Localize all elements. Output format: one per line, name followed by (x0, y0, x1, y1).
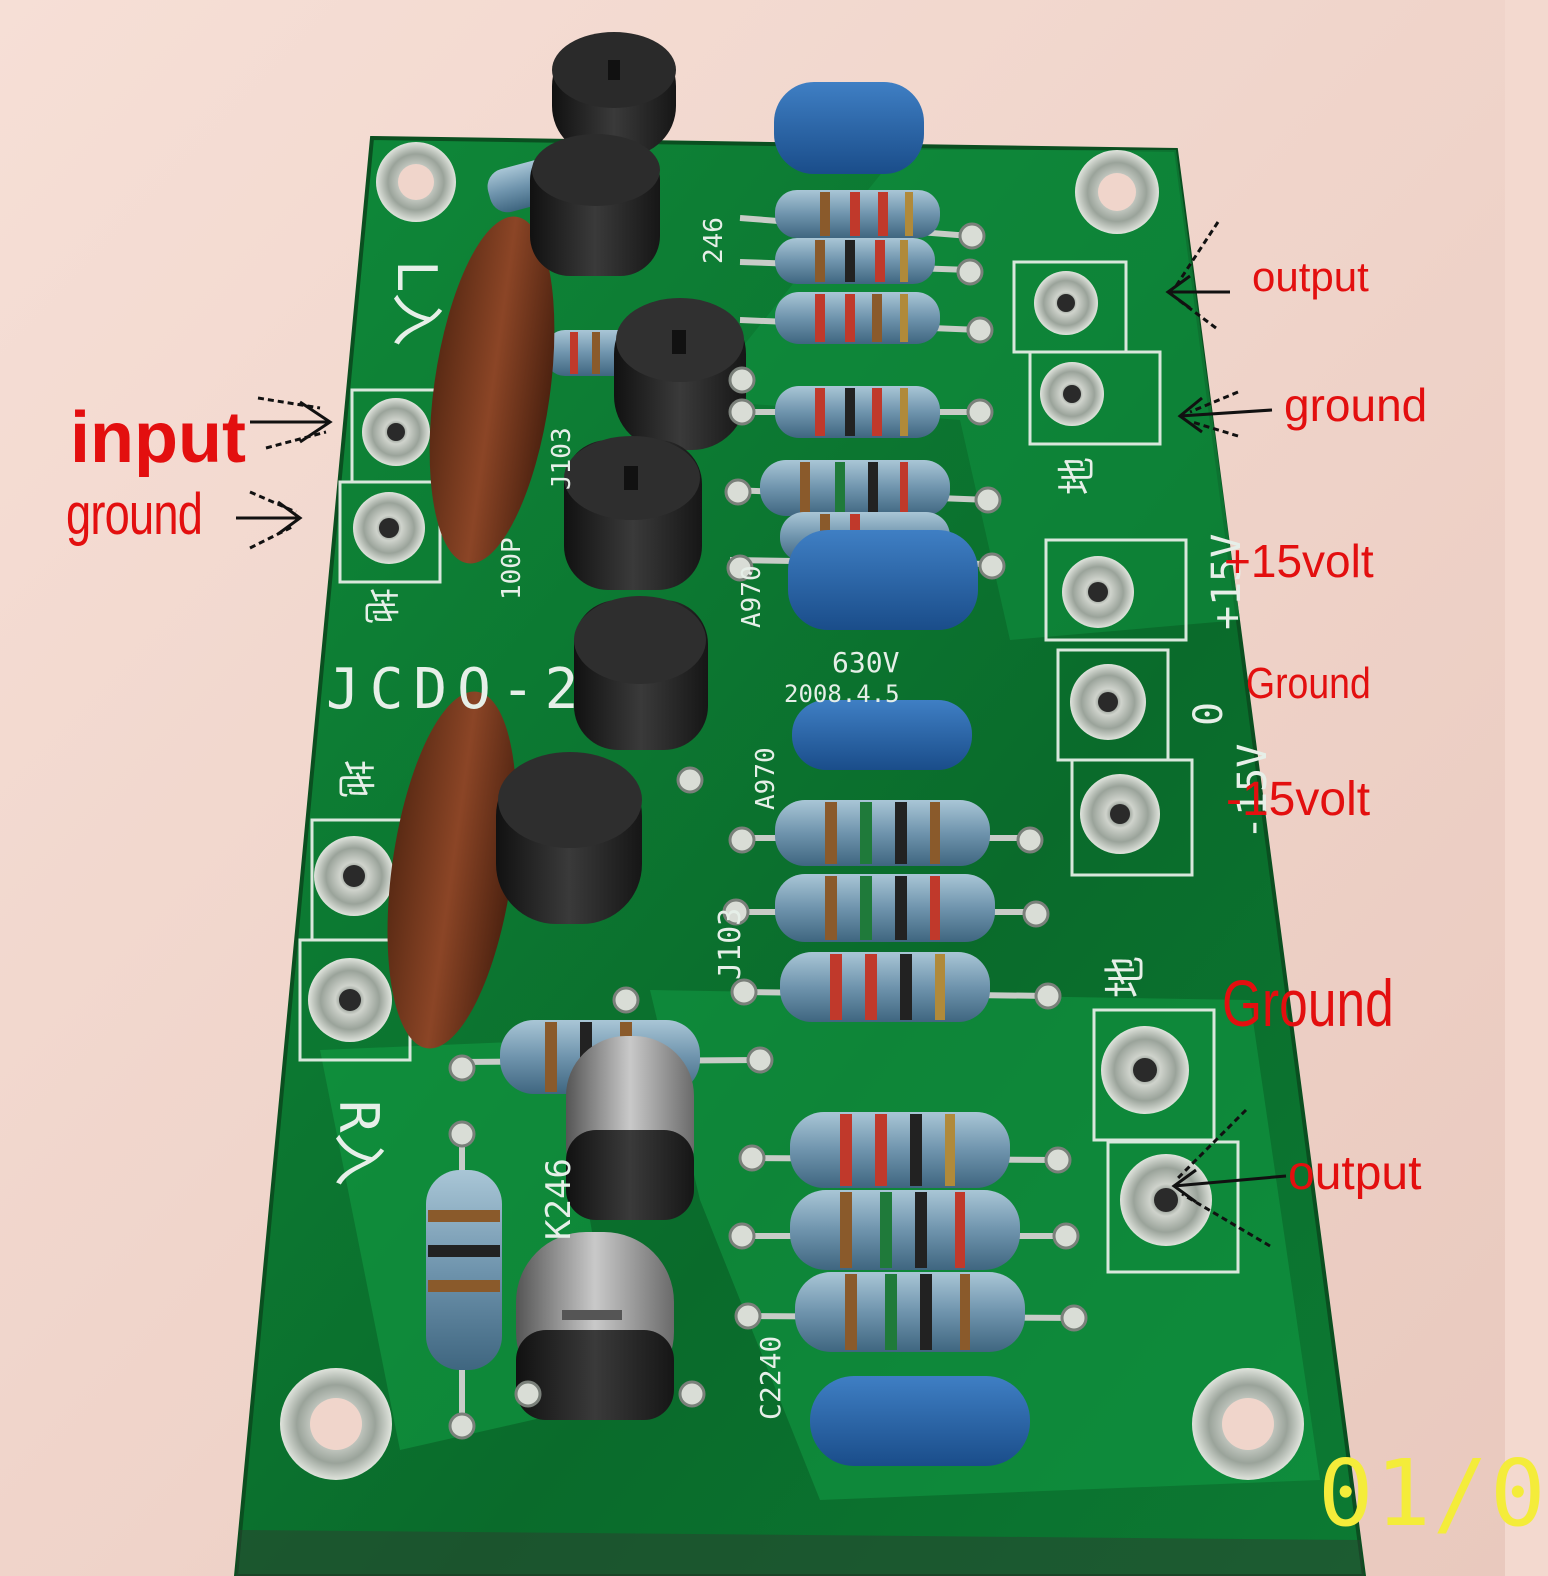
label-plus-15-volt: +15volt (1224, 535, 1374, 587)
label-output-top: output (1252, 253, 1369, 300)
label-minus-15-volt: -15volt (1226, 773, 1371, 826)
silk-plus15v: +15V (1204, 534, 1250, 630)
silk-board-name: JCDO-2 (326, 657, 588, 722)
brown-cap-top (429, 216, 555, 564)
date-stamp: 01/0 (1318, 1440, 1548, 1547)
silk-a970-a: A970 (737, 565, 767, 628)
blue-cap-top (774, 82, 924, 174)
silk-c2240: C2240 (754, 1336, 787, 1420)
mount-hole-br (1192, 1368, 1304, 1480)
resistor-vertical (426, 1130, 502, 1430)
silk-zero: 0 (1186, 702, 1232, 726)
silk-k246-b: 246 (699, 217, 729, 264)
brown-cap-bottom (387, 691, 517, 1049)
transistor-group (496, 32, 746, 1420)
label-input: input (70, 398, 246, 478)
silk-date: 2008.4.5 (784, 680, 900, 708)
mount-hole-tr (1075, 150, 1159, 234)
mount-hole-bl (280, 1368, 392, 1480)
mount-hole-tl (376, 142, 456, 222)
label-ground-top: ground (1284, 379, 1428, 431)
label-output-bottom: output (1288, 1147, 1422, 1200)
silk-right-bottom: R入 (327, 1100, 390, 1187)
silk-cap-100p: 100P (497, 537, 527, 600)
resistor-column-bottom (730, 800, 1081, 1352)
silk-j103-a: J103 (547, 427, 577, 490)
silk-gnd-3: 地 (359, 588, 400, 624)
blue-cap-mid (788, 530, 978, 630)
silk-a970-b: A970 (751, 747, 781, 810)
blue-cap-bottom (810, 1376, 1030, 1466)
silk-minus15v: -15V (1230, 744, 1276, 840)
solder-joints (448, 222, 1088, 1440)
silk-gnd-1: 地 (1055, 457, 1099, 495)
silk-k246-a: K246 (539, 1158, 579, 1240)
silk-gnd-4: 地 (333, 760, 377, 798)
label-ground-mid: Ground (1246, 659, 1371, 708)
silk-630v: 630V (832, 646, 900, 679)
connector-pads (308, 271, 1212, 1246)
blue-cap-mid2 (792, 700, 972, 770)
silk-gnd-2: 地 (1101, 956, 1150, 998)
annotation-arrows (236, 221, 1287, 1248)
label-ground-big: Ground (1222, 966, 1394, 1040)
arrow-ground-top (1177, 396, 1273, 434)
silk-j103-b: J103 (713, 908, 748, 980)
silk-left-top: L入 (385, 260, 448, 347)
pcb-photo: JCDO-2 L入 R入 地 地 地 地 100P J103 J103 A970… (0, 0, 1505, 1576)
label-ground-left: ground (66, 482, 203, 547)
